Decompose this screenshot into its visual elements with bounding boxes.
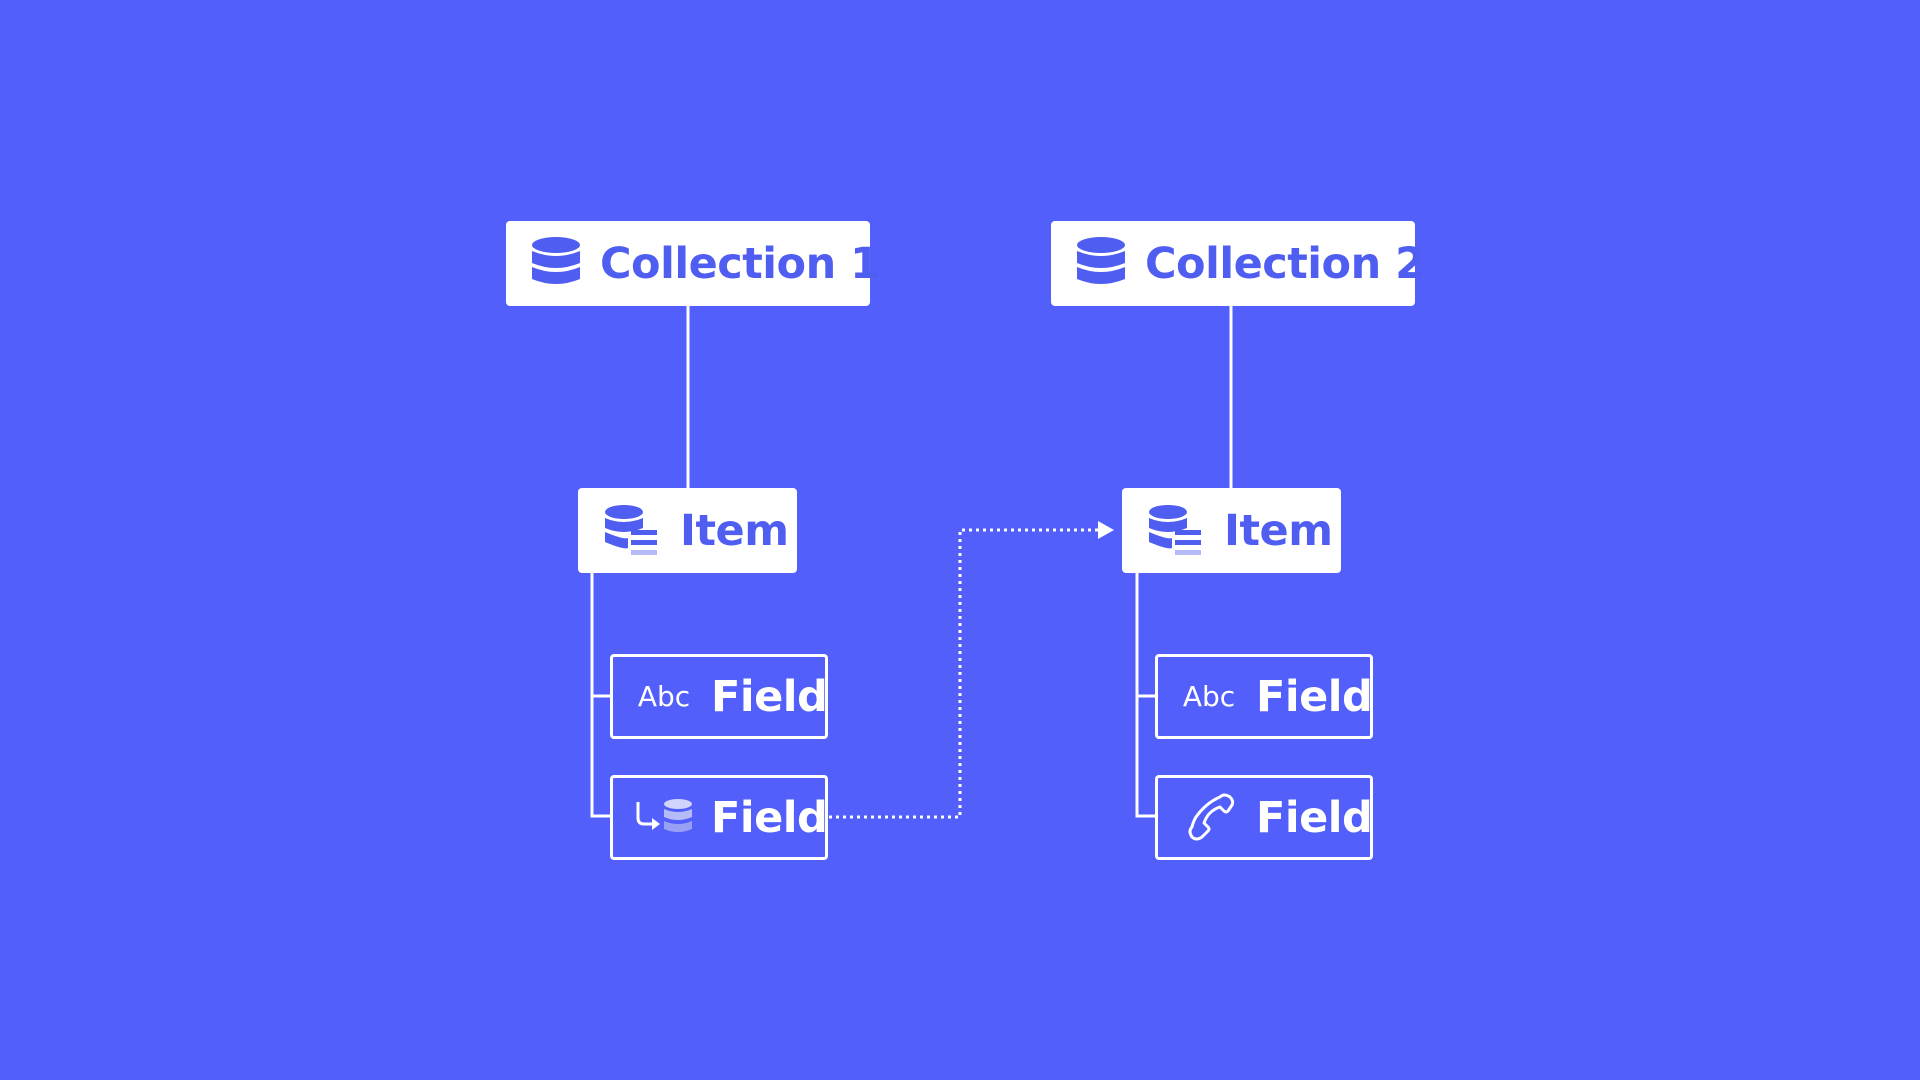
item-1-label: Item	[680, 505, 789, 556]
field-text-2-label: Field	[1256, 671, 1373, 722]
collection-2-node[interactable]: Collection 2	[1051, 221, 1425, 306]
field-reference-label: Field	[711, 792, 828, 843]
item-1-node[interactable]: Item	[578, 488, 797, 573]
collection-1-label: Collection 1	[600, 238, 880, 289]
field-phone-label: Field	[1256, 792, 1373, 843]
field-text-1-node[interactable]: Abc Field	[610, 654, 828, 739]
field-text-1-label: Field	[711, 671, 828, 722]
text-type-icon-label: Abc	[637, 680, 691, 713]
item-2-node[interactable]: Item	[1122, 488, 1341, 573]
phone-icon	[1174, 793, 1244, 843]
text-type-icon-label: Abc	[1182, 680, 1236, 713]
database-list-icon	[1146, 504, 1204, 558]
database-icon	[1073, 236, 1129, 292]
field-reference-node[interactable]: Field	[610, 775, 828, 860]
field-text-2-node[interactable]: Abc Field	[1155, 654, 1373, 739]
reference-arrow-head	[1098, 521, 1114, 539]
connector-item2-fields	[1135, 573, 1156, 818]
reference-icon	[629, 796, 699, 840]
item-2-label: Item	[1224, 505, 1333, 556]
database-list-icon	[602, 504, 660, 558]
text-type-icon: Abc	[629, 680, 699, 713]
reference-arrow-line	[829, 528, 1100, 819]
connector-item1-fields	[590, 573, 611, 818]
collection-2-label: Collection 2	[1145, 238, 1425, 289]
database-icon	[528, 236, 584, 292]
text-type-icon: Abc	[1174, 680, 1244, 713]
collection-1-node[interactable]: Collection 1	[506, 221, 880, 306]
field-phone-node[interactable]: Field	[1155, 775, 1373, 860]
